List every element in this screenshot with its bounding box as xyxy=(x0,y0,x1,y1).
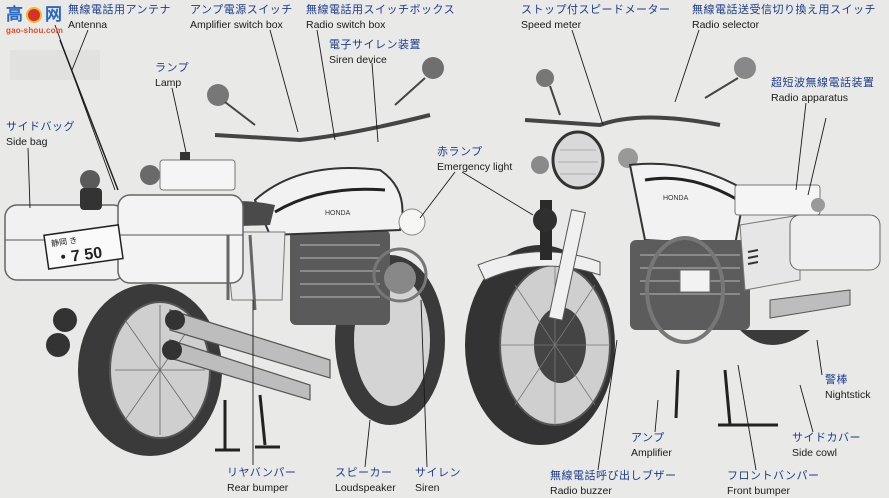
svg-text:・7 50: ・7 50 xyxy=(54,244,103,267)
watermark-url: gao-shou.com xyxy=(6,26,64,35)
watermark-badge-icon xyxy=(26,7,42,23)
label-emergency-light: 赤ランプ Emergency light xyxy=(437,146,513,174)
label-side-cowl: サイドカバー Side cowl xyxy=(792,432,861,460)
label-radio-buzzer: 無線電話呼び出しブザー Radio buzzer xyxy=(550,470,677,498)
label-siren: サイレン Siren xyxy=(415,467,461,495)
label-front-bumper: フロントバンパー Front bumper xyxy=(727,470,820,498)
svg-text:HONDA: HONDA xyxy=(325,210,351,217)
label-nightstick: 警棒 Nightstick xyxy=(825,374,871,402)
label-amplifier-switch-box: アンプ電源スイッチ Amplifier switch box xyxy=(190,4,293,32)
label-amplifier: アンプ Amplifier xyxy=(631,432,672,460)
watermark-logo: 高 网 gao-shou.com xyxy=(6,6,72,40)
label-radio-selector: 無線電話送受信切り換え用スイッチ Radio selector xyxy=(692,4,876,32)
svg-text:HONDA: HONDA xyxy=(663,195,689,202)
svg-text:静岡 き: 静岡 き xyxy=(50,235,77,249)
label-radio-switch-box: 無線電話用スイッチボックス Radio switch box xyxy=(306,4,456,32)
label-loudspeaker: スピーカー Loudspeaker xyxy=(335,467,396,495)
label-speed-meter: ストップ付スピードメーター Speed meter xyxy=(521,4,671,32)
label-lamp: ランプ Lamp xyxy=(155,62,190,90)
leader-lines xyxy=(27,24,827,471)
watermark-char-1: 高 xyxy=(6,5,23,24)
label-antenna: 無線電話用アンテナ Antenna xyxy=(68,4,172,32)
front-view-motorcycle: HONDA xyxy=(465,57,881,445)
watermark-char-2: 网 xyxy=(45,5,62,24)
rear-view-motorcycle: HONDA 静岡 き ・7 50 xyxy=(4,39,445,456)
label-radio-apparatus: 超短波無線電話装置 Radio apparatus xyxy=(771,77,875,105)
label-rear-bumper: リヤバンパー Rear bumper xyxy=(227,467,297,495)
label-siren-device: 電子サイレン装置 Siren device xyxy=(329,39,421,67)
label-side-bag: サイドバッグ Side bag xyxy=(6,121,75,149)
